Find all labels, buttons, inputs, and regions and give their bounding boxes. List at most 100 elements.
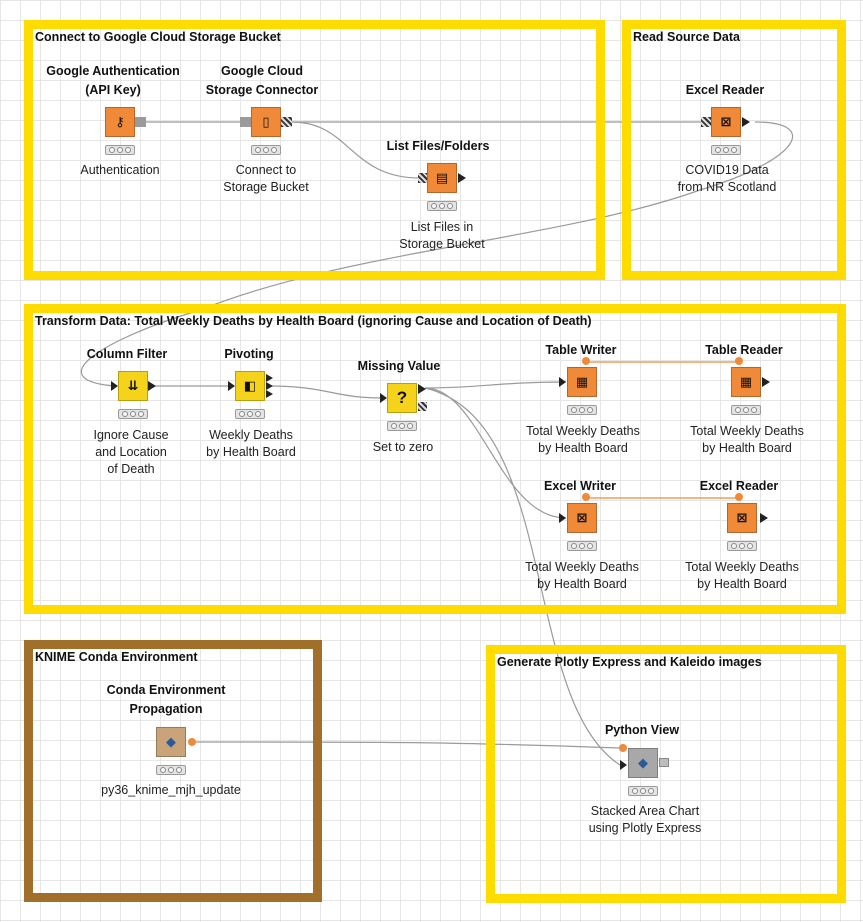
annotation-plotly[interactable]: Generate Plotly Express and Kaleido imag… bbox=[486, 645, 846, 903]
node-icon[interactable]: ▦ bbox=[731, 367, 761, 397]
input-port[interactable] bbox=[559, 513, 566, 523]
output-port[interactable] bbox=[148, 381, 156, 391]
annotation-gcs[interactable]: Connect to Google Cloud Storage Bucket bbox=[24, 20, 605, 280]
output-port[interactable] bbox=[742, 117, 750, 127]
excel-write-icon: ⊠ bbox=[576, 510, 588, 525]
flow-variable-port[interactable] bbox=[188, 738, 196, 746]
node-status bbox=[156, 765, 186, 775]
output-port[interactable] bbox=[281, 117, 292, 127]
node-label-line: Storage Bucket bbox=[399, 237, 485, 251]
image-output-port[interactable] bbox=[659, 758, 669, 767]
annotation-conda[interactable]: KNIME Conda Environment bbox=[24, 640, 322, 902]
node-icon[interactable]: ▤ bbox=[427, 163, 457, 193]
node-icon[interactable]: ⊠ bbox=[727, 503, 757, 533]
node-label-line: py36_knime_mjh_update bbox=[101, 783, 241, 797]
flow-variable-port[interactable] bbox=[582, 493, 590, 501]
node-label-line: by Health Board bbox=[206, 445, 296, 459]
input-port[interactable] bbox=[111, 381, 118, 391]
output-port-1[interactable] bbox=[266, 374, 273, 382]
node-label[interactable]: Total Weekly Deaths by Health Board bbox=[526, 423, 640, 457]
input-port[interactable] bbox=[418, 173, 427, 183]
output-port[interactable] bbox=[418, 384, 426, 394]
output-port[interactable] bbox=[135, 117, 146, 127]
node-icon[interactable]: ⊠ bbox=[711, 107, 741, 137]
node-icon[interactable]: ? bbox=[387, 383, 417, 413]
node-icon[interactable]: ⚷ bbox=[105, 107, 135, 137]
node-label-line: Ignore Cause bbox=[93, 428, 169, 442]
output-port[interactable] bbox=[762, 377, 770, 387]
node-label[interactable]: Total Weekly Deaths by Health Board bbox=[690, 423, 804, 457]
node-status bbox=[105, 145, 135, 155]
node-icon[interactable]: ◆ bbox=[628, 748, 658, 778]
node-status bbox=[727, 541, 757, 551]
annotation-transform-title: Transform Data: Total Weekly Deaths by H… bbox=[35, 314, 592, 328]
node-icon[interactable]: ◆ bbox=[156, 727, 186, 757]
flow-variable-port[interactable] bbox=[582, 357, 590, 365]
node-label[interactable]: COVID19 Data from NR Scotland bbox=[678, 162, 777, 196]
annotation-read-source[interactable]: Read Source Data bbox=[622, 20, 846, 280]
input-port[interactable] bbox=[228, 381, 235, 391]
flow-variable-port[interactable] bbox=[735, 357, 743, 365]
node-label[interactable]: Authentication bbox=[80, 162, 159, 179]
node-label-line: Set to zero bbox=[372, 440, 434, 454]
node-label[interactable]: Connect to Storage Bucket bbox=[223, 162, 308, 196]
connection-excelreader-to-columnfilter bbox=[80, 121, 794, 387]
node-label-line: Storage Bucket bbox=[223, 180, 309, 194]
connection-missing-to-tablewriter bbox=[424, 381, 567, 389]
node-label[interactable]: py36_knime_mjh_update bbox=[101, 782, 241, 799]
node-icon[interactable]: ◧ bbox=[235, 371, 265, 401]
excel-icon: ⊠ bbox=[720, 114, 732, 129]
node-title-line: Table Writer bbox=[545, 343, 617, 357]
model-port[interactable] bbox=[418, 402, 427, 411]
node-status bbox=[427, 201, 457, 211]
output-port[interactable] bbox=[458, 173, 466, 183]
output-port-3[interactable] bbox=[266, 390, 273, 398]
node-icon[interactable]: ▦ bbox=[567, 367, 597, 397]
node-title: Excel Reader bbox=[686, 81, 765, 100]
flow-variable-port[interactable] bbox=[619, 744, 627, 752]
node-status bbox=[628, 786, 658, 796]
node-icon[interactable]: ⇊ bbox=[118, 371, 148, 401]
node-label[interactable]: Ignore Cause and Location of Death bbox=[93, 427, 168, 478]
input-port[interactable] bbox=[240, 117, 251, 127]
node-status bbox=[118, 409, 148, 419]
annotation-conda-title: KNIME Conda Environment bbox=[35, 650, 198, 664]
node-title-line: Excel Writer bbox=[543, 479, 617, 493]
node-label[interactable]: Set to zero bbox=[373, 439, 433, 456]
node-title-line: Google Authentication bbox=[46, 64, 180, 78]
node-label-line: Total Weekly Deaths bbox=[690, 424, 804, 438]
node-label-line: by Health Board bbox=[538, 441, 628, 455]
node-status bbox=[251, 145, 281, 155]
node-label[interactable]: Total Weekly Deaths by Health Board bbox=[685, 559, 799, 593]
input-port[interactable] bbox=[701, 117, 711, 127]
node-label-line: using Plotly Express bbox=[588, 821, 702, 835]
input-port[interactable] bbox=[620, 760, 627, 770]
annotation-transform[interactable]: Transform Data: Total Weekly Deaths by H… bbox=[24, 304, 846, 614]
node-label-line: Stacked Area Chart bbox=[590, 804, 700, 818]
node-icon[interactable]: ⊠ bbox=[567, 503, 597, 533]
connection-connector-to-listfiles bbox=[291, 121, 421, 179]
output-port-2[interactable] bbox=[266, 382, 273, 390]
node-label[interactable]: Weekly Deaths by Health Board bbox=[206, 427, 296, 461]
node-label[interactable]: List Files in Storage Bucket bbox=[399, 219, 484, 253]
node-title-line: Table Reader bbox=[705, 343, 783, 357]
node-label[interactable]: Total Weekly Deaths by Health Board bbox=[525, 559, 639, 593]
input-port[interactable] bbox=[380, 393, 387, 403]
node-label-line: Weekly Deaths bbox=[209, 428, 293, 442]
node-title: Missing Value bbox=[358, 357, 441, 376]
node-title: Excel Writer bbox=[544, 477, 616, 496]
node-status bbox=[387, 421, 417, 431]
flow-variable-port[interactable] bbox=[735, 493, 743, 501]
node-title: Conda Environment Propagation bbox=[107, 681, 226, 719]
node-label-line: Total Weekly Deaths bbox=[525, 560, 639, 574]
node-label[interactable]: Stacked Area Chart using Plotly Express bbox=[589, 803, 702, 837]
input-port[interactable] bbox=[559, 377, 566, 387]
node-label-line: Total Weekly Deaths bbox=[685, 560, 799, 574]
annotation-gcs-title: Connect to Google Cloud Storage Bucket bbox=[35, 30, 281, 44]
output-port[interactable] bbox=[760, 513, 768, 523]
node-label-line: List Files in bbox=[410, 220, 474, 234]
annotation-read-source-title: Read Source Data bbox=[633, 30, 740, 44]
node-icon[interactable]: ▯ bbox=[251, 107, 281, 137]
